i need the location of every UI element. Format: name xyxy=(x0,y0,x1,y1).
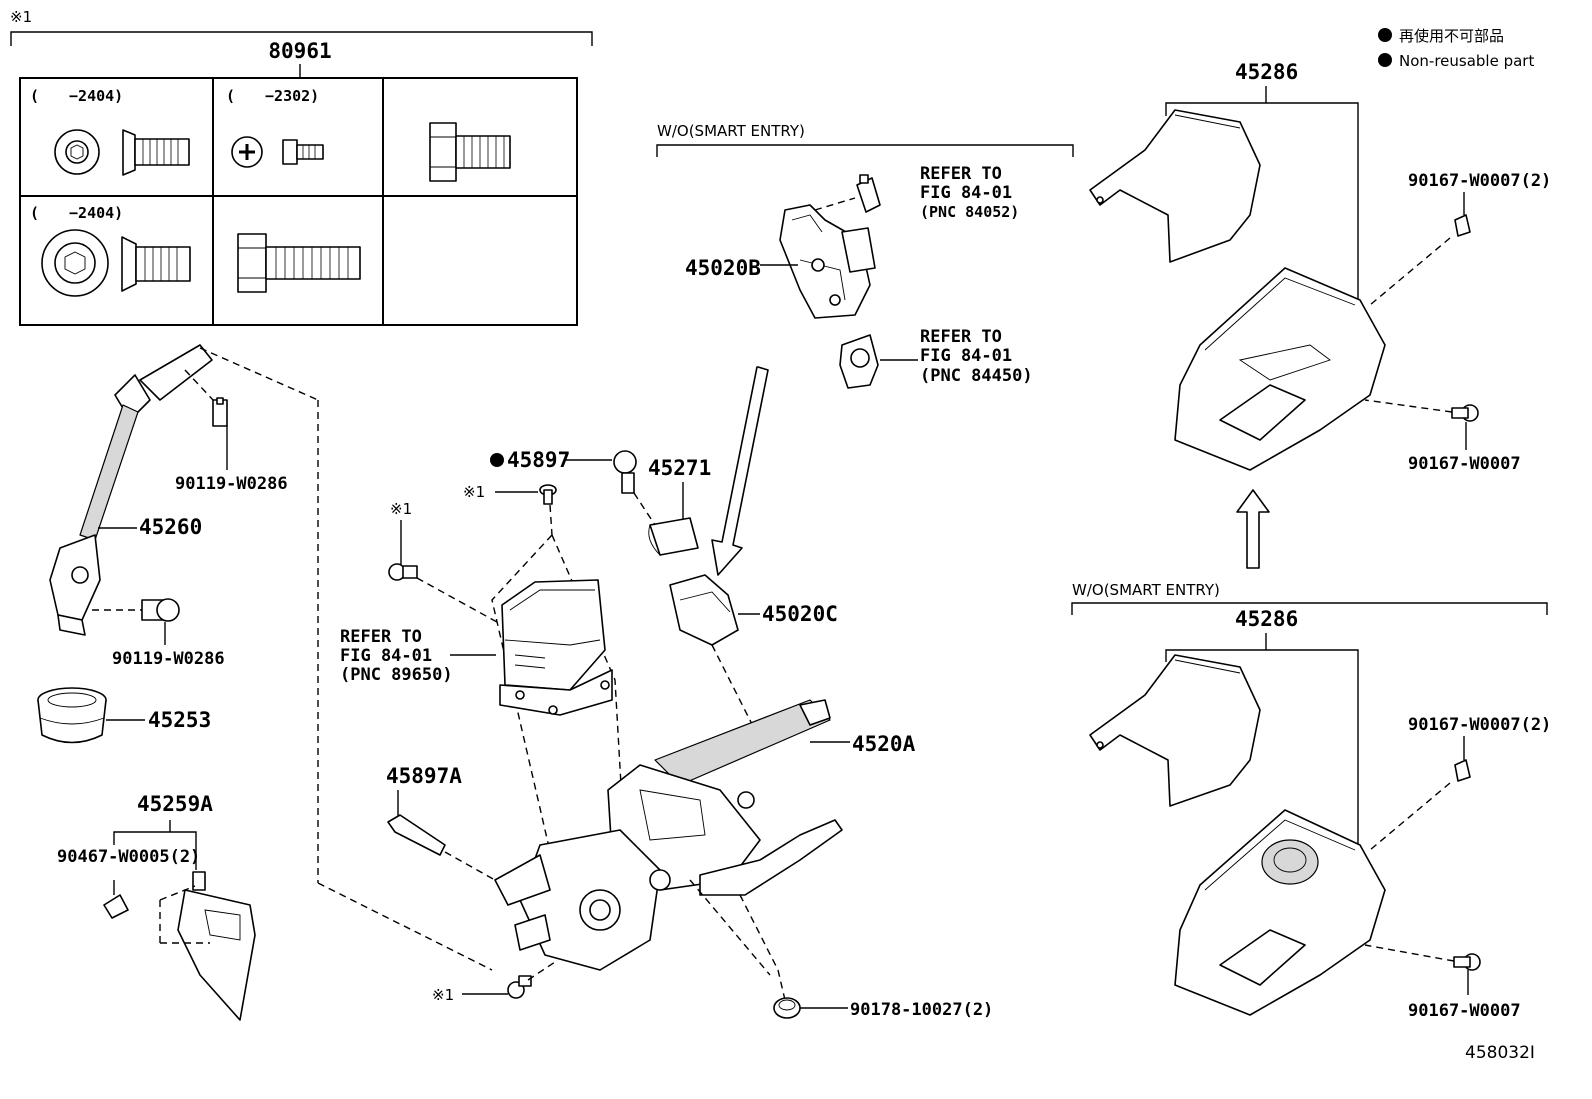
note-mark: ※1 xyxy=(463,483,485,501)
diagram-code: 458032I xyxy=(1465,1043,1535,1063)
flange-bolt-icon xyxy=(429,122,511,182)
part-84450 xyxy=(839,334,879,389)
wo-smart-entry-center: W/O(SMART ENTRY) xyxy=(657,122,805,140)
screw-90167-top-1 xyxy=(1454,214,1471,237)
wo-smart-entry-right: W/O(SMART ENTRY) xyxy=(1072,581,1220,599)
ref-84450-line2[interactable]: FIG 84-01 xyxy=(920,346,1012,366)
arrow-up-icon xyxy=(1236,489,1270,569)
screw-note1-bottom xyxy=(507,975,532,999)
legend-en: Non-reusable part xyxy=(1399,52,1534,70)
bolt-90119-bottom xyxy=(92,598,180,622)
part-84052 xyxy=(856,174,881,213)
lock-cylinder-45020B xyxy=(779,197,876,319)
lower-cover-top xyxy=(1174,267,1386,471)
label-90167-top-1[interactable]: 90167-W0007(2) xyxy=(1408,171,1551,191)
ref-84052-line1: REFER TO xyxy=(920,164,1002,184)
module-89650 xyxy=(499,579,613,716)
label-45271[interactable]: 45271 xyxy=(648,456,711,480)
steering-column-4520A xyxy=(494,699,843,971)
label-45259A[interactable]: 45259A xyxy=(137,792,213,816)
lower-cover-bottom xyxy=(1174,809,1386,1016)
label-90119-bottom[interactable]: 90119-W0286 xyxy=(112,649,225,669)
label-90167-bottom-2[interactable]: 90167-W0007 xyxy=(1408,1001,1521,1021)
screw-90167-top-2 xyxy=(1451,404,1479,422)
label-4520A[interactable]: 4520A xyxy=(852,732,916,756)
kit-cell-range: ( −2404) xyxy=(30,204,123,222)
label-45286-top[interactable]: 45286 xyxy=(1235,60,1298,84)
phillips-screw-icon xyxy=(231,136,324,168)
clip-90467 xyxy=(103,880,129,919)
label-45897[interactable]: 45897 xyxy=(507,448,570,472)
kit-80961: ※1 80961 ( −2404) ( −2302) ( −2404) xyxy=(10,8,593,326)
ref-89650-line3: (PNC 89650) xyxy=(340,665,453,685)
kit-cell-range: ( −2302) xyxy=(226,87,319,105)
note-mark-kit: ※1 xyxy=(10,8,32,26)
screw-90167-bottom-2 xyxy=(1453,953,1481,971)
kit-part-number[interactable]: 80961 xyxy=(268,39,331,63)
label-45020C[interactable]: 45020C xyxy=(762,602,838,626)
label-45260[interactable]: 45260 xyxy=(139,515,202,539)
socket-bolt-small-icon xyxy=(54,129,190,176)
ref-84052-line3: (PNC 84052) xyxy=(920,203,1019,221)
label-45253[interactable]: 45253 xyxy=(148,708,211,732)
label-90119-top[interactable]: 90119-W0286 xyxy=(175,474,288,494)
note-mark: ※1 xyxy=(432,986,454,1004)
arrow-down-icon xyxy=(711,366,769,576)
part-45020C xyxy=(669,574,739,646)
boot-45253 xyxy=(37,687,107,744)
bolt-90119-top xyxy=(184,369,228,427)
long-flange-bolt-icon xyxy=(237,233,361,293)
label-90167-bottom-1[interactable]: 90167-W0007(2) xyxy=(1408,715,1551,735)
legend-jp: 再使用不可部品 xyxy=(1399,27,1504,45)
upper-cover-bottom xyxy=(1089,654,1261,807)
grommet-90178 xyxy=(773,997,801,1019)
label-90178[interactable]: 90178-10027(2) xyxy=(850,1000,993,1020)
ref-89650-line2[interactable]: FIG 84-01 xyxy=(340,646,432,666)
kit-cell-range: ( −2404) xyxy=(30,87,123,105)
ref-84450-line3: (PNC 84450) xyxy=(920,366,1033,386)
label-45897A[interactable]: 45897A xyxy=(386,764,462,788)
screw-90167-bottom-1 xyxy=(1454,759,1471,782)
intermediate-shaft-45260 xyxy=(49,344,493,971)
label-90467[interactable]: 90467-W0005(2) xyxy=(57,847,200,867)
label-45020B[interactable]: 45020B xyxy=(685,256,761,280)
non-reusable-45897 xyxy=(490,450,637,494)
non-reusable-dot-icon xyxy=(1378,53,1392,67)
upper-cover-top xyxy=(1089,109,1261,263)
ref-84052-line2[interactable]: FIG 84-01 xyxy=(920,183,1012,203)
legend: 再使用不可部品 Non-reusable part xyxy=(1378,27,1534,70)
socket-bolt-large-icon xyxy=(41,229,191,297)
screw-note1-top xyxy=(539,484,557,505)
bolt-45897A xyxy=(387,814,446,856)
label-45286-bottom[interactable]: 45286 xyxy=(1235,607,1298,631)
part-45271 xyxy=(648,517,699,556)
screw-note1-left xyxy=(388,563,418,581)
ref-84450-line1: REFER TO xyxy=(920,327,1002,347)
non-reusable-dot-icon xyxy=(1378,28,1392,42)
note-mark: ※1 xyxy=(390,500,412,518)
non-reusable-dot-icon xyxy=(490,453,504,467)
ref-89650-line1: REFER TO xyxy=(340,627,422,647)
label-90167-top-2[interactable]: 90167-W0007 xyxy=(1408,454,1521,474)
cover-45259A xyxy=(159,871,256,1021)
